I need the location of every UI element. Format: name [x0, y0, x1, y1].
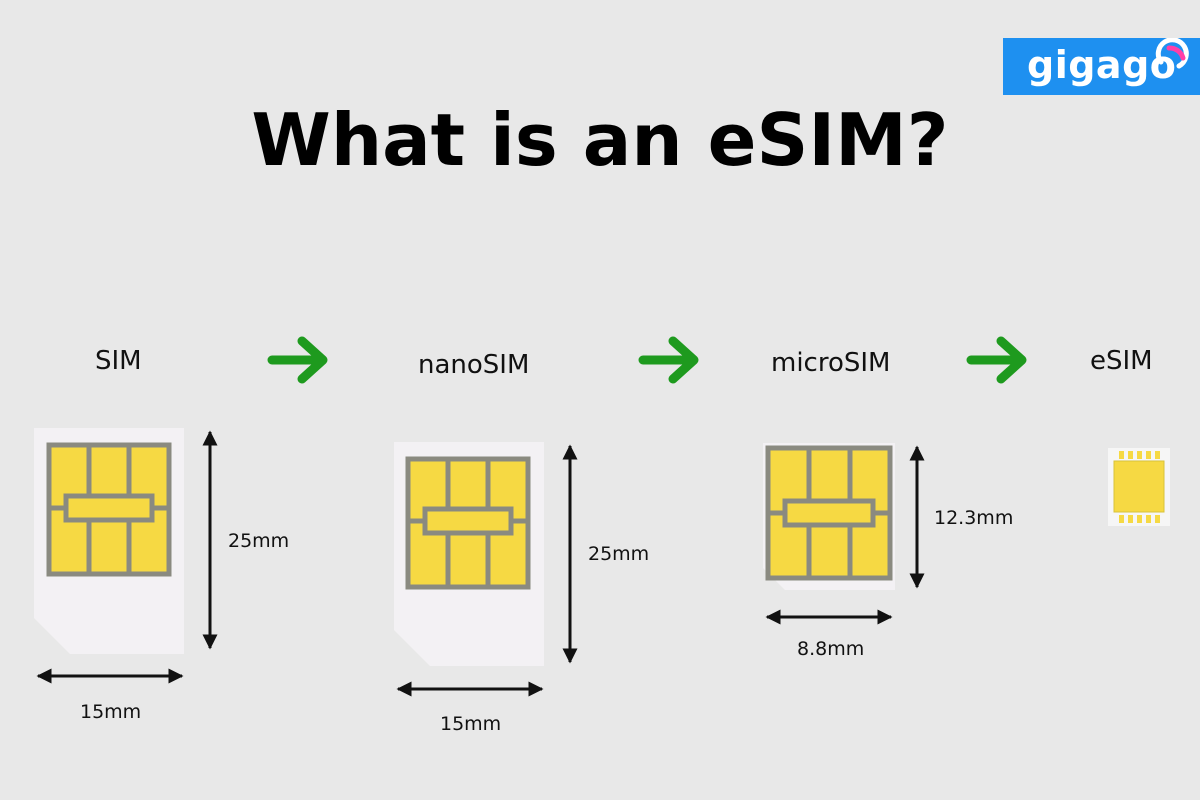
arrow-right-icon [638, 336, 699, 384]
stage-label-nanosim: nanoSIM [418, 350, 530, 380]
sim-chip [46, 442, 172, 577]
nanosim-chip [405, 456, 531, 590]
stage-label-sim: SIM [95, 346, 142, 376]
nanosim-card [394, 442, 544, 666]
sim-card [34, 428, 184, 654]
microsim-height-label: 12.3mm [934, 507, 1014, 529]
microsim-card [763, 443, 895, 590]
stage-label-esim: eSIM [1090, 346, 1153, 376]
logo-swoosh-icon [1155, 38, 1189, 69]
microsim-chip [765, 445, 893, 581]
sim-width-label: 15mm [80, 701, 142, 723]
esim-chip [1108, 448, 1170, 526]
arrow-right-icon [966, 336, 1027, 384]
sim-height-label: 25mm [228, 530, 290, 552]
brand-logo: gigago [1003, 38, 1200, 95]
stage-label-microsim: microSIM [771, 348, 891, 378]
nanosim-width-label: 15mm [440, 713, 502, 735]
microsim-width-label: 8.8mm [797, 638, 865, 660]
nanosim-height-label: 25mm [588, 543, 650, 565]
arrow-right-icon [267, 336, 328, 384]
page-title: What is an eSIM? [251, 98, 949, 182]
brand-name: gigago [1027, 43, 1177, 87]
